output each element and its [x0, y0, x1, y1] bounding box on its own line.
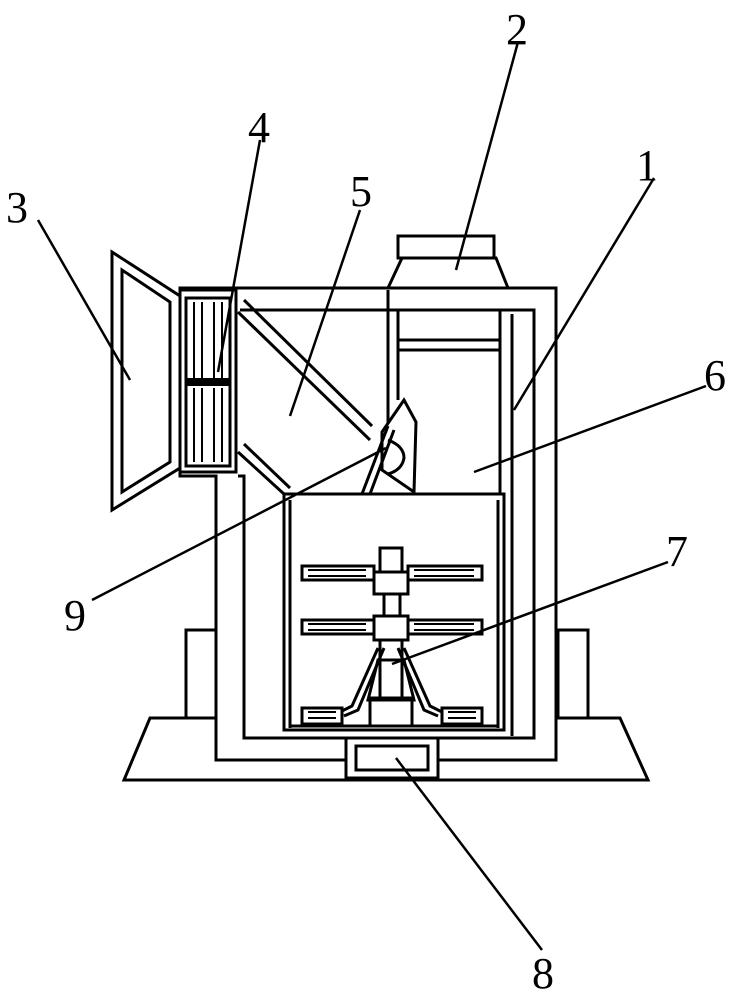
- nozzle: [360, 397, 418, 495]
- label-2: 2: [506, 5, 528, 54]
- leader-line-6: [473, 384, 707, 474]
- top-inlet: [385, 234, 511, 290]
- leader-line-7: [391, 560, 669, 666]
- leader-lines: [36, 41, 707, 951]
- label-1: 1: [636, 141, 658, 190]
- vertical-duct: [386, 290, 502, 496]
- label-6: 6: [704, 351, 726, 400]
- label-8: 8: [532, 949, 554, 998]
- label-9: 9: [64, 591, 86, 640]
- leader-line-2: [454, 41, 520, 271]
- label-3: 3: [6, 183, 28, 232]
- label-4: 4: [248, 103, 270, 152]
- side-hood: [110, 249, 182, 513]
- leader-line-9: [91, 446, 387, 602]
- leader-line-4: [216, 139, 262, 373]
- leader-line-1: [512, 177, 656, 411]
- label-5: 5: [350, 167, 372, 216]
- label-7: 7: [666, 527, 688, 576]
- reference-labels: 1 2 3 4 5 6 7 8 9: [6, 5, 726, 998]
- stirrer: [300, 546, 484, 728]
- leader-line-8: [395, 757, 543, 951]
- leader-line-3: [36, 219, 132, 381]
- bottom-motor: [344, 736, 440, 780]
- leader-line-5: [288, 209, 362, 417]
